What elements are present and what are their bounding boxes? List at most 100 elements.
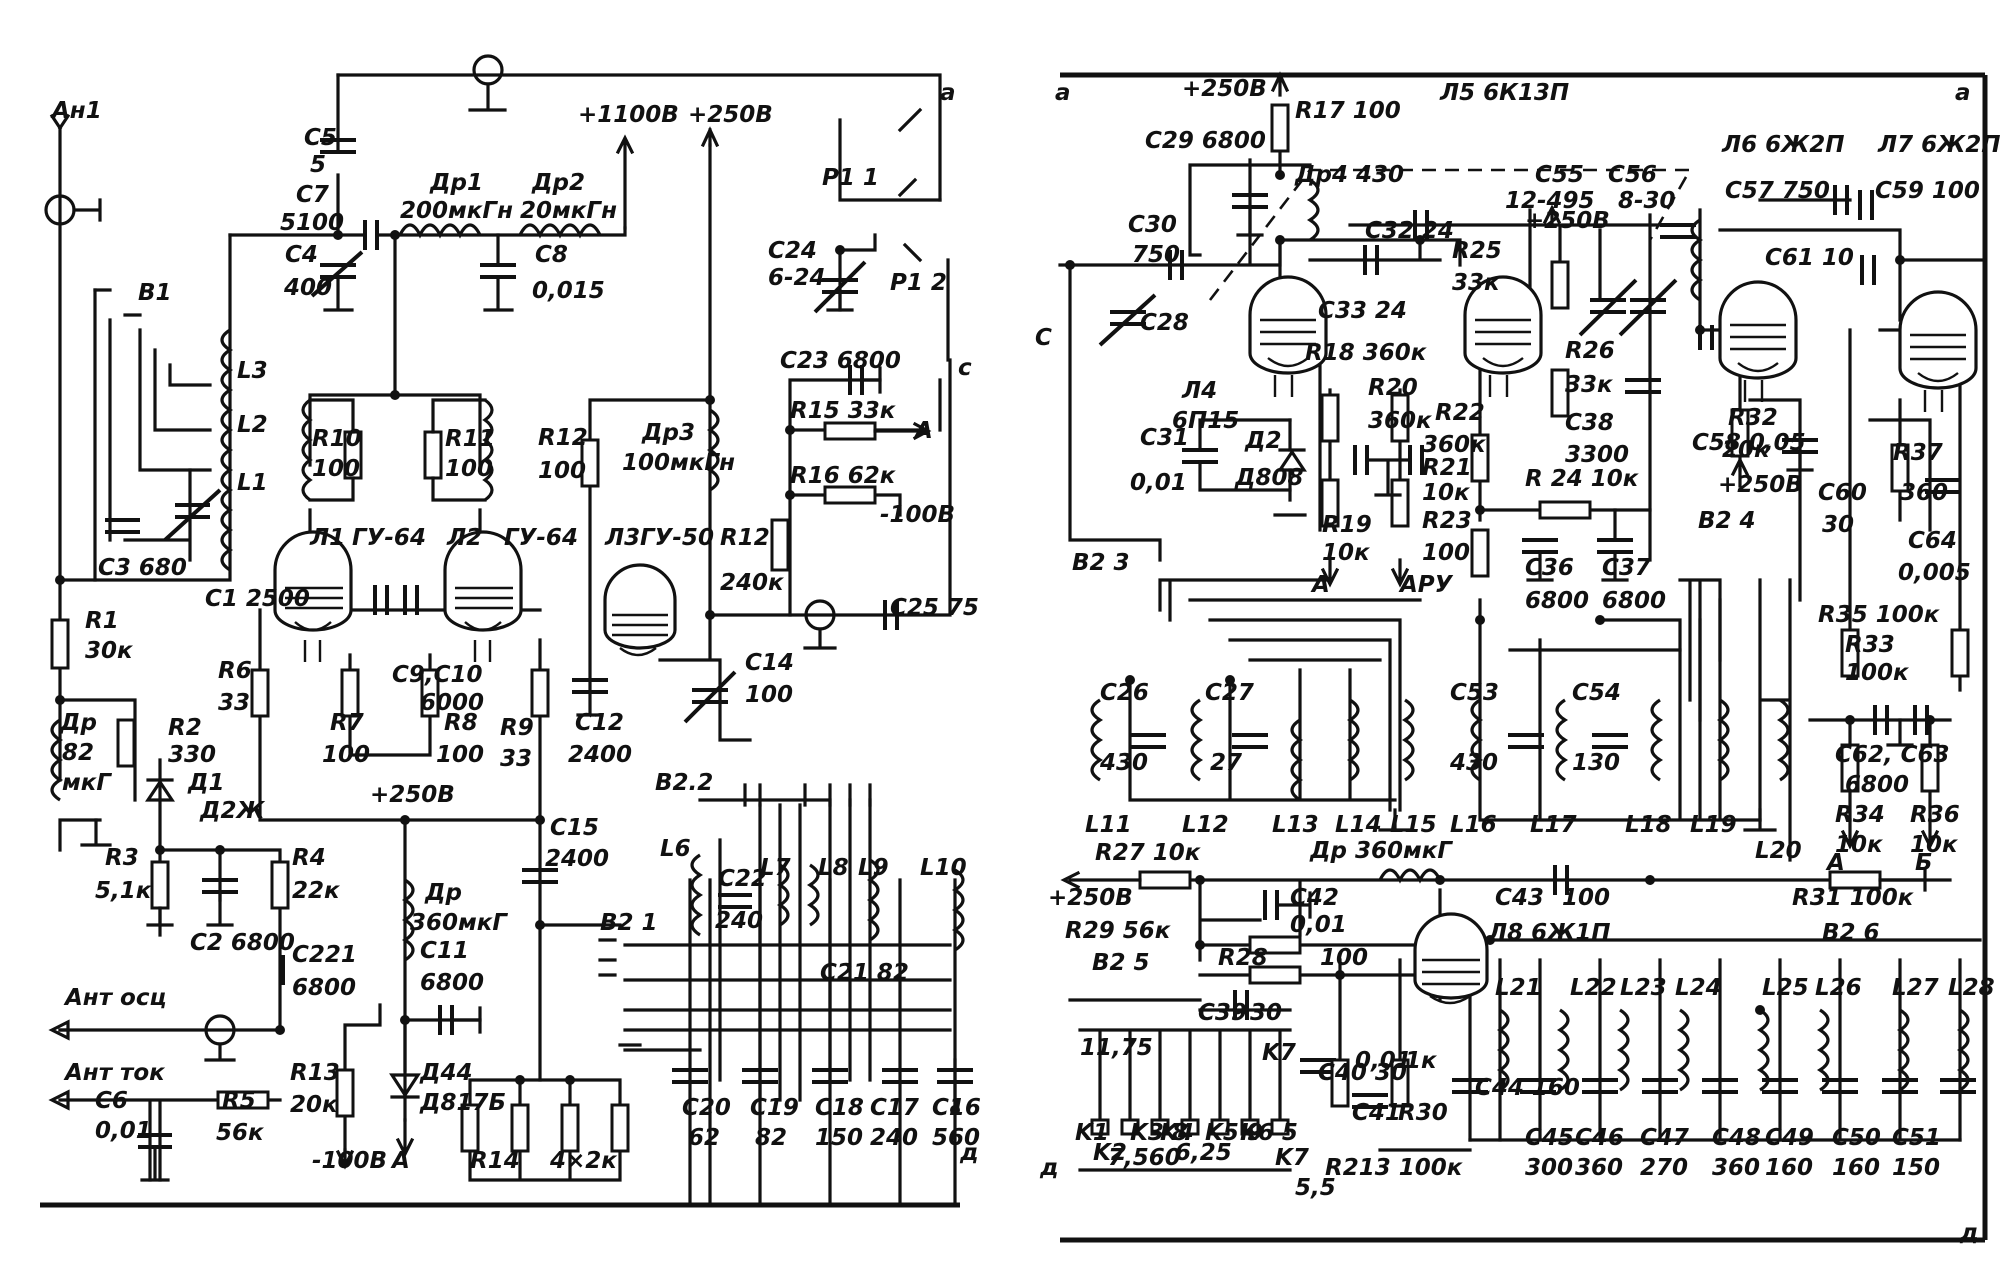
left-component-label: A bbox=[913, 418, 933, 444]
right-component-label: а bbox=[1055, 80, 1071, 106]
l28-coil bbox=[1956, 1008, 1970, 1092]
right-component-label: Л7 6Ж2П bbox=[1877, 132, 2001, 158]
left-component-label: C24 bbox=[768, 238, 817, 264]
l15-coil bbox=[1401, 698, 1415, 782]
l24-coil bbox=[1676, 1008, 1690, 1092]
left-component-label: C5 bbox=[304, 125, 337, 151]
right-component-label: L23 bbox=[1620, 975, 1667, 1001]
right-component-label: Д808 bbox=[1234, 465, 1304, 491]
l6-coil bbox=[690, 853, 704, 937]
left-component-label: Ан1 bbox=[50, 98, 102, 124]
r29-resistor bbox=[1248, 935, 1302, 955]
right-component-label: C30 bbox=[1128, 212, 1177, 238]
right-component-label: Л8 6Ж1П bbox=[1487, 920, 1611, 946]
right-component-label: +250В bbox=[1048, 885, 1133, 911]
left-component-label: L1 bbox=[237, 470, 268, 496]
right-component-label: 10к bbox=[1910, 832, 1959, 858]
r14d-resistor bbox=[610, 1103, 630, 1153]
r13-resistor bbox=[335, 1068, 355, 1118]
right-component-label: C55 bbox=[1535, 162, 1584, 188]
left-component-label: Л2 bbox=[446, 525, 482, 551]
left-component-label: Р1 2 bbox=[890, 270, 947, 296]
dr-360-right-choke bbox=[1378, 868, 1442, 884]
c1-variable-capacitor bbox=[163, 488, 222, 542]
right-component-label: 7,560 bbox=[1108, 1145, 1181, 1171]
l23-coil bbox=[1616, 1008, 1630, 1092]
left-component-label: R1 bbox=[85, 608, 119, 634]
right-component-label: 30 bbox=[1822, 512, 1854, 538]
c25-capacitor bbox=[883, 600, 899, 630]
r33-resistor bbox=[1840, 628, 1860, 678]
r25-resistor bbox=[1550, 260, 1570, 310]
left-component-label: R8 bbox=[444, 710, 478, 736]
right-component-label: C27 bbox=[1205, 680, 1254, 706]
left-component-label: Др1 bbox=[429, 170, 483, 196]
left-component-label: L8 bbox=[818, 855, 849, 881]
c5-capacitor bbox=[320, 138, 356, 154]
r7-resistor bbox=[340, 668, 360, 718]
left-component-label: В2 1 bbox=[600, 910, 658, 936]
c43-capacitor bbox=[1553, 865, 1569, 895]
left-component-label: 2400 bbox=[568, 742, 632, 768]
left-component-label: Д2Ж bbox=[199, 798, 265, 824]
r21-resistor bbox=[1390, 478, 1410, 528]
right-component-label: R32 bbox=[1728, 405, 1778, 431]
tube-l2-gu64 bbox=[443, 530, 523, 662]
right-component-label: 3300 bbox=[1565, 442, 1629, 468]
right-component-label: 10к bbox=[1835, 832, 1884, 858]
left-component-label: R5 bbox=[222, 1088, 256, 1114]
c37-capacitor bbox=[1597, 508, 1633, 582]
right-component-label: C50 bbox=[1832, 1125, 1881, 1151]
right-component-label: R 24 10к bbox=[1525, 466, 1640, 492]
c3-capacitor bbox=[105, 518, 140, 534]
right-component-label: 430 bbox=[1449, 750, 1498, 776]
c16-capacitor bbox=[937, 1068, 973, 1084]
right-component-label: C57 750 bbox=[1725, 178, 1830, 204]
r4-resistor bbox=[270, 860, 290, 910]
r17-resistor bbox=[1270, 103, 1290, 153]
right-component-label: L27 bbox=[1892, 975, 1939, 1001]
left-component-label: 0,01 bbox=[95, 1118, 152, 1144]
right-component-label: C39 bbox=[1198, 1000, 1247, 1026]
r11-parasitic-coil bbox=[482, 398, 494, 502]
tube-l7-6zh2p bbox=[1898, 290, 1978, 412]
right-component-label: Др 360мкГ bbox=[1309, 838, 1453, 864]
r30-resistor bbox=[1390, 1058, 1410, 1108]
left-component-label: -100В bbox=[880, 502, 955, 528]
right-component-label: K7 bbox=[1275, 1145, 1309, 1171]
r3-resistor bbox=[150, 860, 170, 910]
c55-variable-capacitor bbox=[1578, 278, 1638, 337]
c8-capacitor bbox=[480, 233, 516, 312]
right-component-label: L21 bbox=[1495, 975, 1542, 1001]
right-component-label: L20 bbox=[1755, 838, 1802, 864]
r23-resistor bbox=[1470, 528, 1490, 578]
right-component-label: C26 bbox=[1100, 680, 1149, 706]
coax-output-icon bbox=[803, 599, 837, 650]
crystal-bank bbox=[1090, 1118, 1290, 1136]
left-component-label: мкГ bbox=[62, 770, 112, 796]
right-component-label: 130 bbox=[1572, 750, 1620, 776]
r11-resistor bbox=[423, 430, 443, 480]
right-component-label: R20 bbox=[1368, 375, 1418, 401]
left-component-label: Др2 bbox=[531, 170, 585, 196]
left-component-label: Л1 bbox=[309, 525, 345, 551]
left-component-label: Р1 1 bbox=[822, 165, 879, 191]
c38-capacitor bbox=[1625, 378, 1661, 394]
right-component-label: C48 bbox=[1712, 1125, 1761, 1151]
left-component-label: Д1 bbox=[187, 770, 225, 796]
tube-l8-6zh1p bbox=[1413, 912, 1489, 1005]
c53-capacitor bbox=[1508, 733, 1544, 749]
left-component-label: R13 bbox=[290, 1060, 340, 1086]
left-component-label: 33 bbox=[500, 746, 532, 772]
left-component-label: 100 bbox=[745, 682, 793, 708]
r22-resistor bbox=[1470, 433, 1490, 483]
r37-resistor bbox=[1890, 443, 1910, 493]
left-components bbox=[48, 54, 973, 1182]
r24-resistor bbox=[1538, 500, 1592, 520]
c29-capacitor bbox=[1232, 193, 1268, 237]
left-component-label: C21 82 bbox=[820, 960, 909, 986]
c31-capacitor bbox=[1182, 448, 1218, 464]
right-component-label: 100 bbox=[1320, 945, 1368, 971]
dr1-choke bbox=[398, 223, 482, 239]
right-component-label: L15 bbox=[1390, 812, 1437, 838]
